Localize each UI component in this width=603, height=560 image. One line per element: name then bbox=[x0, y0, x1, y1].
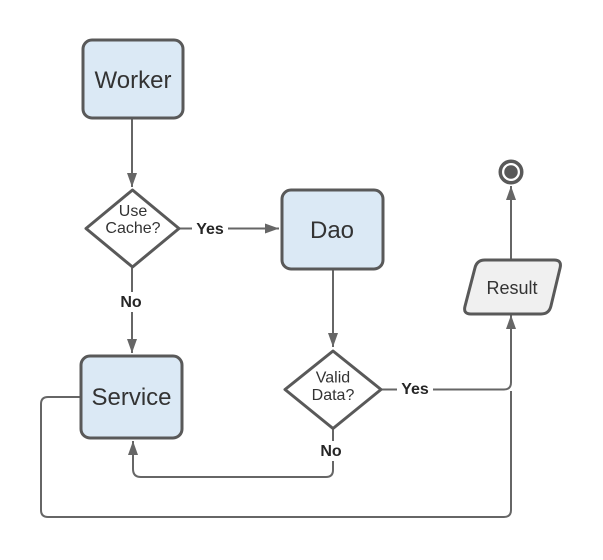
valid-data-label-line2: Data? bbox=[312, 387, 355, 404]
use-cache-shape bbox=[84, 188, 181, 269]
worker-node: Worker bbox=[81, 38, 185, 120]
result-shape bbox=[463, 258, 562, 316]
no-label-background bbox=[114, 292, 148, 312]
edge-valid-data-to-result bbox=[381, 315, 516, 391]
valid-data-label-line1: Valid bbox=[316, 370, 350, 387]
edges bbox=[40, 119, 516, 518]
yes-label-background bbox=[397, 379, 433, 399]
valid-data-decision: Valid Data? bbox=[283, 349, 383, 430]
valid-data-shape bbox=[283, 349, 383, 430]
yes-label-background bbox=[192, 219, 228, 239]
use-cache-label-line2: Cache? bbox=[105, 220, 160, 237]
no-label-background bbox=[314, 441, 348, 461]
service-shape bbox=[79, 354, 184, 440]
result-label: Result bbox=[486, 278, 537, 298]
edge-service-to-result bbox=[40, 391, 512, 518]
valid-data-no-label: No bbox=[320, 443, 342, 460]
service-node: Service bbox=[79, 354, 184, 440]
service-label: Service bbox=[91, 384, 171, 411]
end-state-inner-dot bbox=[504, 165, 518, 179]
dao-node: Dao bbox=[280, 188, 385, 271]
edge-valid-data-to-service bbox=[128, 429, 334, 478]
use-cache-yes-label: Yes bbox=[196, 221, 224, 238]
edge-labels: Yes No Yes No bbox=[114, 219, 433, 461]
worker-label: Worker bbox=[95, 67, 172, 94]
end-state-icon bbox=[498, 159, 524, 185]
use-cache-no-label: No bbox=[120, 294, 142, 311]
worker-shape bbox=[81, 38, 185, 120]
use-cache-label-line1: Use bbox=[119, 203, 148, 220]
use-cache-decision: Use Cache? bbox=[84, 188, 181, 269]
result-node: Result bbox=[463, 258, 562, 316]
dao-label: Dao bbox=[310, 217, 354, 244]
valid-data-yes-label: Yes bbox=[401, 381, 429, 398]
dao-shape bbox=[280, 188, 385, 271]
